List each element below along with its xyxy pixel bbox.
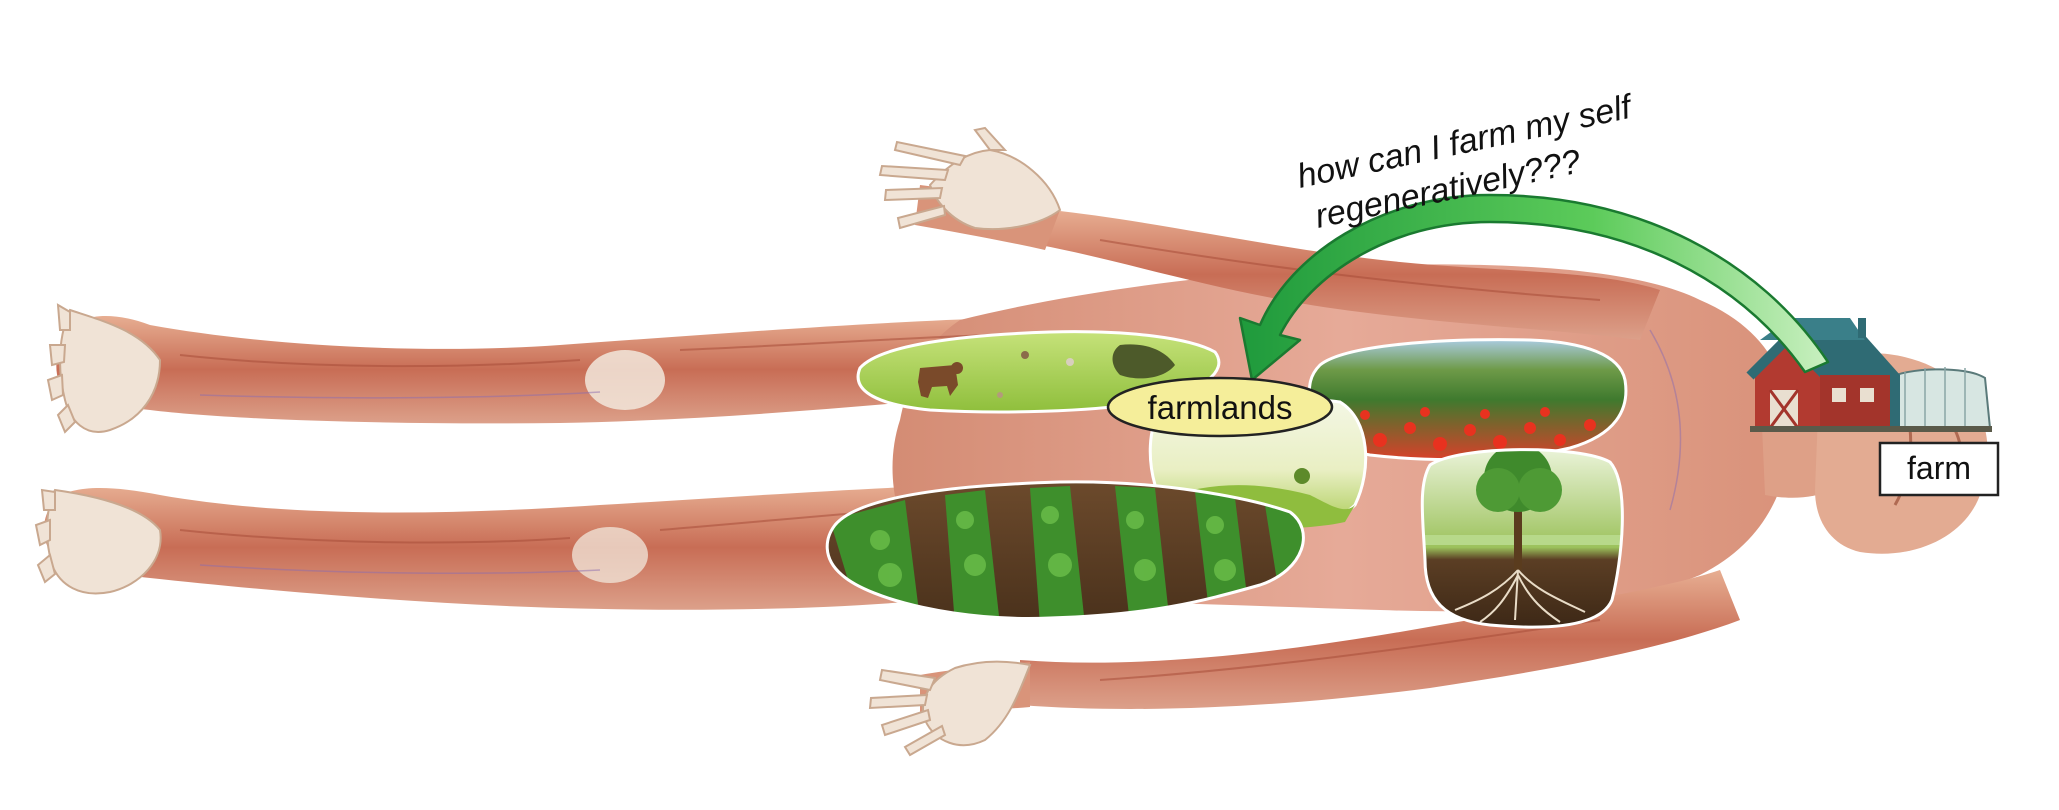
farm-label-text: farm	[1907, 450, 1971, 486]
cow-icon	[918, 362, 963, 398]
lower-foot	[34, 488, 162, 595]
human-body-figure	[34, 126, 1988, 757]
upper-foot	[46, 303, 162, 434]
vegetable-rows-patch	[825, 480, 1305, 620]
upper-leg	[56, 315, 1020, 424]
lower-leg	[44, 485, 980, 610]
farmlands-label-text: farmlands	[1148, 389, 1293, 426]
lower-arm	[1020, 570, 1740, 709]
lower-hand	[868, 660, 1032, 757]
roots-icon	[1454, 569, 1586, 623]
farmlands-label: farmlands	[1106, 376, 1334, 438]
lower-knee	[572, 527, 648, 583]
curved-arrow-icon	[1238, 193, 1830, 382]
upper-hand	[878, 126, 1062, 231]
tree-roots-patch	[1420, 448, 1624, 629]
upper-arm	[1040, 210, 1660, 340]
upper-knee	[585, 350, 665, 410]
farm-label: farm	[1878, 441, 2000, 497]
tree-icon	[1476, 449, 1562, 570]
